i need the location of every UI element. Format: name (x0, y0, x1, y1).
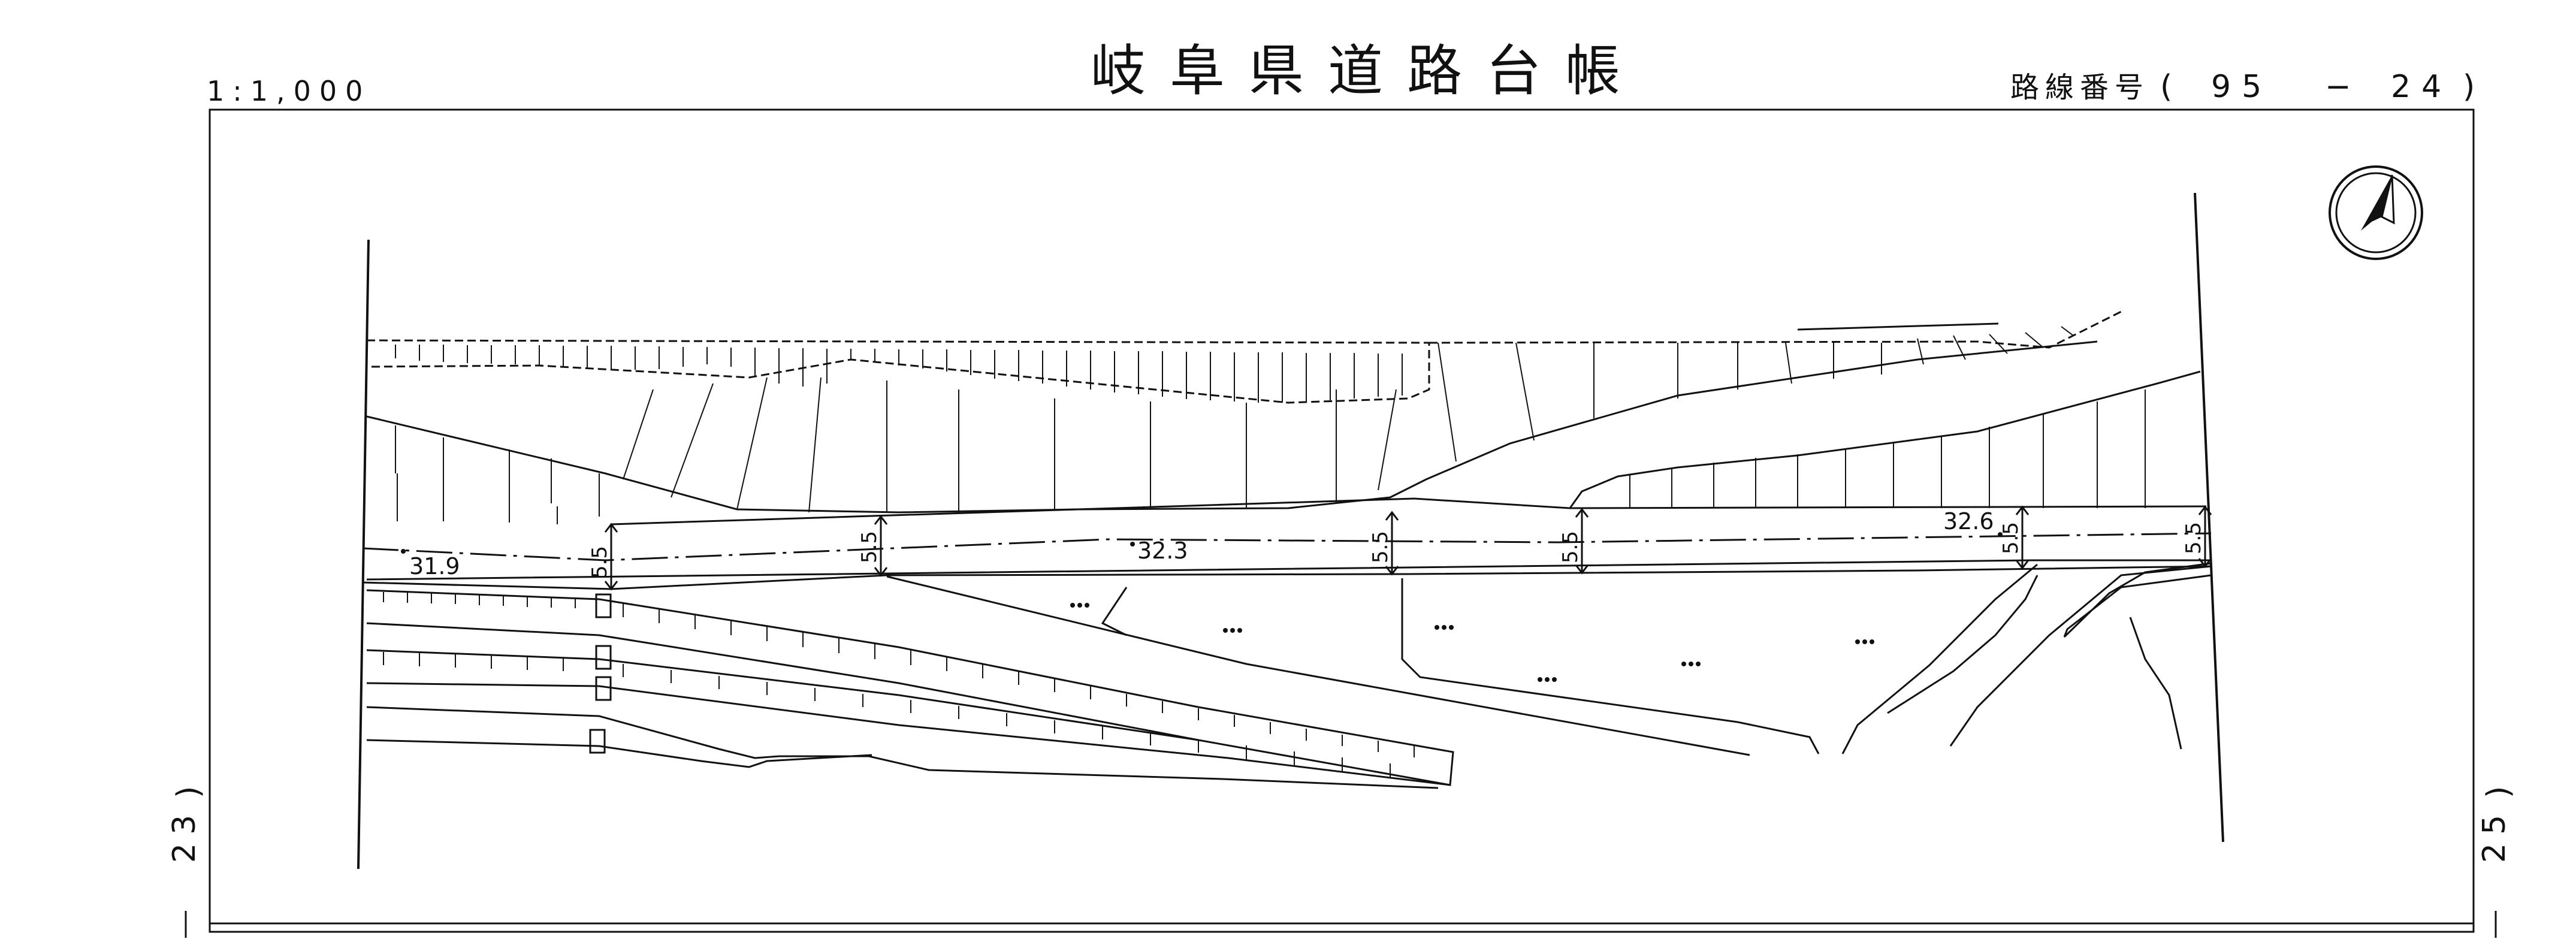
station-point-2 (1130, 542, 1135, 547)
route-open-paren: ( (2160, 69, 2172, 105)
parcel-outline-1 (886, 575, 1750, 756)
right-sheet-ref-paren: ) (2481, 786, 2517, 798)
fence-mark (1797, 322, 1999, 331)
parcel-outline-3 (1401, 578, 1820, 754)
upper-slope-top (366, 339, 1430, 404)
page-title: 岐阜県道路台帳 (1091, 39, 1644, 103)
road-width-label-6: 5.5 (2182, 522, 2206, 554)
parcel-outline-6 (2129, 617, 2182, 750)
route-dash: − (2325, 69, 2351, 105)
match-line-right (2194, 192, 2224, 843)
station-label-3: 32.6 (1943, 508, 1994, 535)
embankment-hachure (383, 592, 1415, 778)
station-label-1: 31.9 (409, 553, 460, 579)
station-point-1 (401, 549, 406, 554)
stair-marks (589, 593, 612, 754)
road-plan (362, 310, 2212, 789)
right-slope-hachure (397, 390, 2146, 524)
road-south-edge (362, 565, 2212, 590)
embankment-strip-1 (366, 589, 1454, 786)
upper-slope-edge-right (1429, 310, 2122, 349)
road-width-label-1: 5.5 (588, 546, 612, 578)
road-width-label-3: 5.5 (1369, 531, 1393, 563)
road-centerline (362, 532, 2212, 561)
road-north-edge (611, 497, 2207, 526)
match-line-left (357, 239, 370, 869)
scale-label: 1:1,000 (207, 75, 371, 107)
width-dimension-lines (604, 505, 2212, 591)
right-sheet-ref: 25 (2477, 807, 2512, 863)
left-sheet-ref-number: 23 (167, 807, 203, 863)
right-sheet-ref-number: 25 (2477, 807, 2512, 863)
route-label: 路線番号 (2010, 71, 2149, 104)
retaining-wall-right (1887, 562, 2212, 714)
station-point-3 (1998, 532, 2003, 537)
road-width-label-5: 5.5 (1999, 522, 2023, 554)
route-number: 路線番号 ( 95 − 24 ) (2010, 69, 2475, 105)
embankment-strip-4 (366, 739, 872, 768)
embankment-strip-2 (366, 649, 1451, 786)
route-sheet: 24 (2391, 69, 2452, 105)
parcel-outline-2 (1101, 587, 1128, 636)
slope-hachure-lower (395, 326, 2074, 517)
left-sheet-ref-paren: ) (171, 786, 207, 798)
road-width-label-4: 5.5 (1559, 531, 1583, 563)
upper-slope-foot (366, 340, 2098, 514)
left-sheet-ref: 23 (167, 807, 203, 863)
drawing-frame (209, 108, 2475, 933)
station-label-2: 32.3 (1137, 538, 1188, 564)
parcel-outline-5 (1949, 565, 2212, 747)
route-primary: 95 (2211, 69, 2272, 105)
field-symbols (1070, 603, 1874, 682)
road-width-label-2: 5.5 (857, 531, 881, 563)
embankment-strip-3 (366, 706, 1439, 789)
road-south-shoulder-top (366, 559, 2211, 581)
slope-hachure-upper (395, 345, 1403, 403)
route-close-paren: ) (2463, 69, 2475, 105)
north-arrow-icon (2329, 165, 2423, 260)
road-north-edge-right (1569, 370, 2201, 509)
parcel-outline-4 (1841, 563, 2038, 754)
